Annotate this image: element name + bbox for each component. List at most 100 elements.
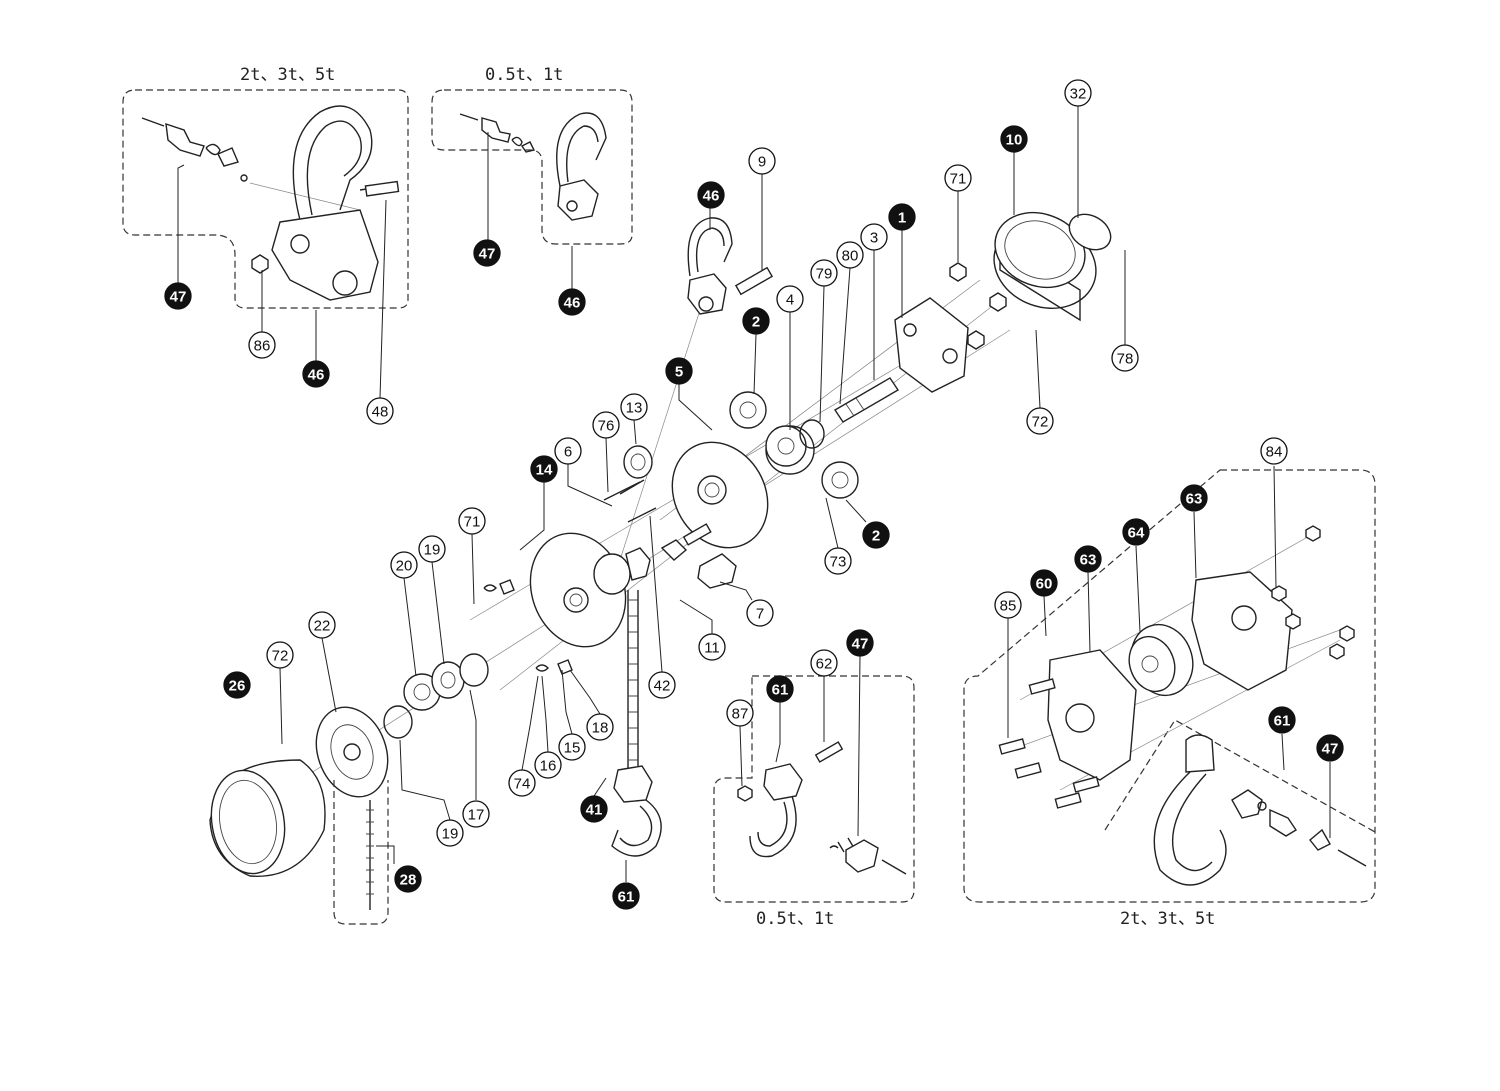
callout-number: 9 [758,154,766,171]
callout-c46a: 46 [302,360,330,388]
callout-number: 20 [396,558,413,575]
callout-number: 26 [229,678,246,695]
callout-circle [746,599,774,627]
callout-circle [612,882,640,910]
group-box-bottom-middle: 0.5t、1t [713,675,915,929]
springs-16-18 [483,579,573,675]
callout-c2b: 2 [862,521,890,549]
callout-c79: 79 [810,259,838,287]
callout-number: 78 [1117,351,1134,368]
callout-circle [394,865,422,893]
callout-c10: 10 [1000,125,1028,153]
callout-circle [390,551,418,579]
group-label-top-middle: 0.5t、1t [485,65,563,85]
callout-number: 86 [254,338,271,355]
callout-number: 1 [898,210,906,227]
callout-c3: 3 [860,223,888,251]
callout-number: 47 [852,636,869,653]
callout-c84: 84 [1260,437,1288,465]
callout-circle [1074,545,1102,573]
callout-c20: 20 [390,551,418,579]
callout-circle [836,241,864,269]
callout-c74: 74 [508,769,536,797]
callout-circle [944,164,972,192]
callout-circle [534,751,562,779]
callout-c6: 6 [554,437,582,465]
callout-c28: 28 [394,865,422,893]
callout-c76: 76 [592,411,620,439]
top-hook-small [459,112,607,221]
callout-circle [1026,407,1054,435]
callout-number: 84 [1266,444,1283,461]
callout-circle [1122,518,1150,546]
callout-circle [458,507,486,535]
callout-c71a: 71 [944,164,972,192]
ring-79 [799,419,825,449]
callout-number: 2 [752,314,760,331]
callout-number: 87 [732,706,749,723]
group-label-top-left: 2t、3t、5t [240,65,335,85]
callout-number: 46 [308,367,325,384]
bottom-hook-large [1153,734,1367,886]
callout-c63a: 63 [1180,484,1208,512]
callout-circle [473,239,501,267]
callout-circle [366,397,394,425]
callout-circle [1030,569,1058,597]
callout-number: 61 [1274,713,1291,730]
gear-4 [765,425,815,475]
hand-wheel-cover-26 [209,759,326,877]
callout-circle [308,611,336,639]
callout-circle [698,633,726,661]
callout-circle [1111,344,1139,372]
callout-circle [554,437,582,465]
callout-c72a: 72 [1026,407,1054,435]
callout-number: 61 [618,889,635,906]
callout-number: 18 [592,720,609,737]
callout-number: 79 [816,266,833,283]
callout-number: 15 [564,740,581,757]
bolts-85 [998,678,1100,809]
group-box-top-left: 2t、3t、5t [122,65,409,309]
drive-shaft-3 [834,377,899,423]
callout-c61b: 61 [766,675,794,703]
callout-circle [302,360,330,388]
callout-c11: 11 [698,633,726,661]
callout-c64: 64 [1122,518,1150,546]
callout-circle [164,282,192,310]
callout-c48: 48 [366,397,394,425]
callout-number: 41 [586,802,603,819]
callout-c47b: 47 [473,239,501,267]
callout-c2a: 2 [742,307,770,335]
sprocket-42 [593,547,651,595]
callout-circle [462,800,490,828]
pinion-2-lower [821,461,859,499]
callout-number: 46 [564,295,581,312]
callout-number: 73 [830,554,847,571]
callout-c73: 73 [824,547,852,575]
callout-circle [742,307,770,335]
leader-lines [177,106,1331,882]
callout-circle [860,223,888,251]
side-plate-1 [894,297,969,393]
callout-number: 19 [424,542,441,559]
group-label-bottom-right: 2t、3t、5t [1120,909,1215,929]
callout-circle [748,147,776,175]
callout-number: 17 [468,807,485,824]
callout-circle [558,733,586,761]
callout-c80: 80 [836,241,864,269]
callout-number: 72 [1032,414,1049,431]
callout-number: 62 [816,656,833,673]
callout-circle [586,713,614,741]
callout-c42: 42 [648,671,676,699]
callout-circle [1180,484,1208,512]
callout-number: 61 [772,682,789,699]
callout-c72b: 72 [266,641,294,669]
callout-c26: 26 [223,671,251,699]
callout-number: 42 [654,678,671,695]
bearing-13 [623,445,653,479]
callout-c9: 9 [748,147,776,175]
callout-circle [592,411,620,439]
safety-latch-kit-large [141,117,248,182]
callout-c46b: 46 [558,288,586,316]
